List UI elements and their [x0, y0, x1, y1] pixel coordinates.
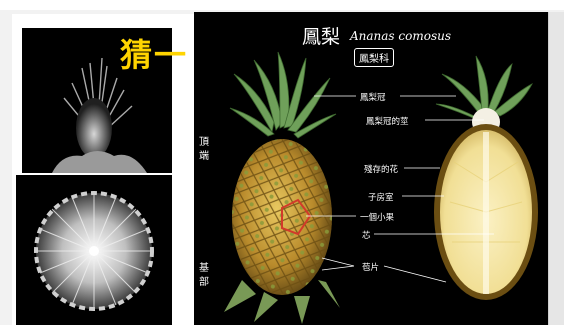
xray-side-image	[22, 28, 172, 173]
whole-pineapple-crown	[229, 51, 337, 139]
top-bar	[0, 0, 564, 10]
pineapple-slide: 鳳梨 Ananas comosus 鳳梨科 頂端 基部 鳳梨冠 鳳梨冠的莖 殘存…	[194, 12, 548, 325]
label-core: 芯	[362, 231, 371, 241]
cut-pineapple-crown	[435, 55, 533, 121]
label-crown-base: 鳳梨冠的莖	[366, 117, 409, 127]
vertical-scrollbar[interactable]	[548, 12, 564, 325]
label-top-end: 頂端	[199, 137, 209, 162]
label-bract: 苞片	[362, 263, 380, 273]
slide-title: 鳳梨	[302, 26, 341, 48]
label-ovary: 子房室	[368, 193, 394, 203]
xray-cross-section-image	[16, 175, 172, 325]
label-crown: 鳳梨冠	[360, 93, 386, 103]
label-persistent-flower: 殘存的花	[364, 165, 399, 175]
guess-heading: 猜一	[120, 36, 189, 74]
family-badge: 鳳梨科	[354, 48, 394, 67]
label-base: 基部	[199, 263, 209, 288]
latin-name: Ananas comosus	[350, 29, 451, 43]
label-fruitlet: 一個小果	[360, 213, 395, 223]
